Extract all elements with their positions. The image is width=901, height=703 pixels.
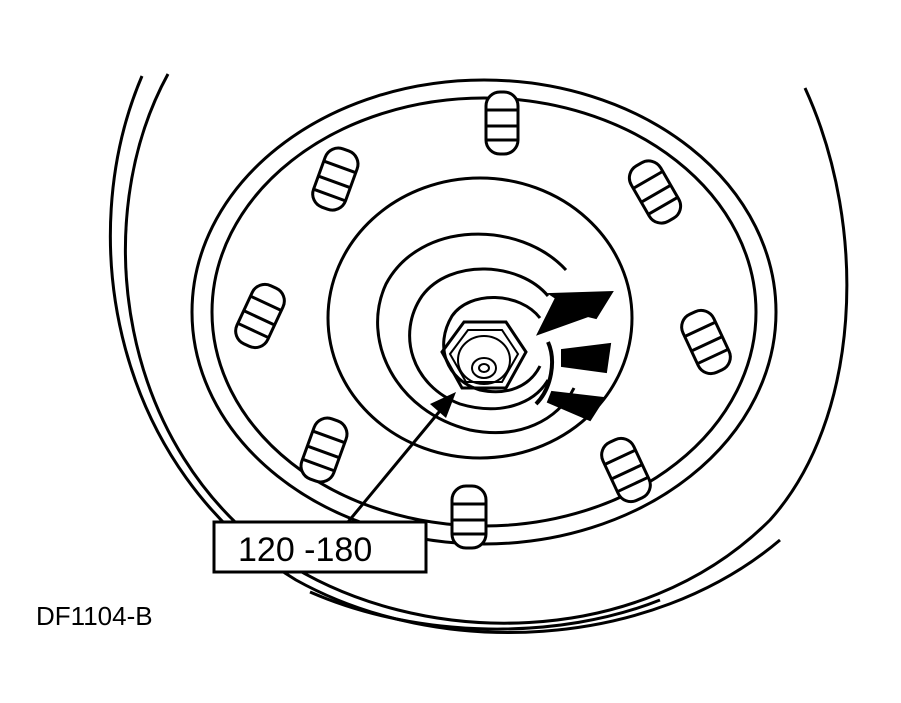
figure-id-label: DF1104-B (36, 601, 153, 631)
hub-center (326, 176, 634, 460)
spindle-center (478, 363, 490, 373)
rotation-arrows (534, 290, 614, 422)
wheel-stud-bottom (450, 484, 488, 550)
outer-drum (108, 73, 849, 634)
rotation-arc (534, 341, 554, 406)
leader-arrow-head (430, 392, 456, 418)
hub-ring-2 (376, 232, 576, 435)
flange-outer-ring (190, 78, 778, 546)
outer-drum-arc-1 (123, 73, 849, 625)
wheel-studs (234, 90, 732, 550)
wheel-stud-upper-right (627, 159, 683, 225)
outer-drum-arc-3 (309, 590, 661, 631)
torque-spec-label: 120 -180 (238, 531, 372, 569)
outer-drum-arc-2 (108, 75, 781, 634)
spindle-end (471, 357, 497, 379)
hub-nut-hex (440, 320, 528, 390)
wheel-stud-right (680, 308, 732, 376)
hub-nut-hex-face (448, 329, 520, 383)
leader-line (346, 405, 446, 523)
torque-callout-box (212, 520, 428, 574)
rotation-arrow-head (535, 290, 614, 336)
leader-arrow (346, 392, 456, 523)
wheel-stud-top (484, 90, 520, 156)
torque-callout: 120 -180 (212, 520, 428, 574)
wheel-stud-left (234, 282, 286, 350)
flange-inner-ring (210, 96, 758, 528)
hub-nut (440, 320, 528, 390)
hub-nut-washer (457, 335, 511, 385)
rotation-arrow-segment-1 (561, 342, 612, 374)
wheel-stud-lower-right (600, 436, 652, 504)
hub-ring-1 (326, 176, 634, 460)
rotation-arrow-segment-2 (546, 390, 606, 422)
wheel-stud-lower-left (299, 416, 349, 484)
wheel-stud-upper-left (311, 146, 360, 212)
hub-ring-4 (442, 296, 542, 394)
hub-ring-3 (408, 267, 550, 411)
